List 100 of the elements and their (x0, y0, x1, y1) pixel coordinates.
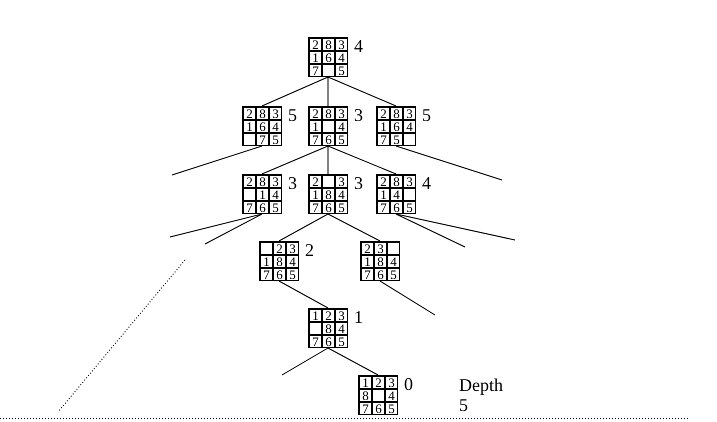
heuristic-value: 4 (354, 37, 363, 55)
puzzle-tile: 3 (374, 242, 387, 255)
puzzle-tile: 3 (335, 309, 348, 322)
puzzle-tile: 5 (269, 133, 282, 146)
puzzle-tile: 3 (403, 107, 416, 120)
puzzle-tile: 8 (390, 107, 403, 120)
puzzle-tile: 3 (269, 107, 282, 120)
puzzle-tile: 2 (361, 242, 374, 255)
puzzle-tile: 5 (286, 268, 299, 281)
heuristic-value: 1 (354, 308, 363, 326)
puzzle-tile: 4 (269, 188, 282, 201)
puzzle-tile: 7 (260, 268, 273, 281)
puzzle-grid (242, 174, 282, 214)
puzzle-tile: 8 (273, 255, 286, 268)
puzzle-tile: 3 (403, 175, 416, 188)
puzzle-tile: 8 (374, 255, 387, 268)
puzzle-tile: 7 (256, 133, 269, 146)
puzzle-tile: 6 (322, 133, 335, 146)
puzzle-tile: 5 (387, 268, 400, 281)
puzzle-tile: 6 (390, 120, 403, 133)
heuristic-value: 5 (422, 106, 431, 124)
puzzle-tile: 2 (309, 38, 322, 51)
tree-edge (380, 280, 436, 316)
puzzle-tile: 4 (335, 322, 348, 335)
puzzle-grid (360, 241, 400, 281)
tree-edge (328, 76, 396, 106)
puzzle-tile: 2 (322, 309, 335, 322)
puzzle-grid (376, 174, 416, 214)
puzzle-tile: 7 (309, 335, 322, 348)
puzzle-tile: 2 (243, 175, 256, 188)
puzzle-tile: 4 (286, 255, 299, 268)
puzzle-tile: 7 (309, 133, 322, 146)
puzzle-tile: 3 (269, 175, 282, 188)
heuristic-value: 3 (354, 106, 363, 124)
puzzle-tile: 5 (335, 335, 348, 348)
puzzle-tile: 7 (361, 268, 374, 281)
puzzle-grid (259, 241, 299, 281)
puzzle-tile: 8 (322, 188, 335, 201)
puzzle-tile: 4 (390, 188, 403, 201)
puzzle-tile: 8 (322, 38, 335, 51)
tree-edge (328, 348, 378, 376)
tree-edge (282, 348, 328, 376)
puzzle-tile: 5 (390, 133, 403, 146)
heuristic-value: 4 (422, 174, 431, 192)
tree-edge (262, 76, 328, 106)
puzzle-tile: 5 (403, 201, 416, 214)
heuristic-value: 0 (404, 375, 413, 393)
puzzle-grid (242, 106, 282, 146)
puzzle-tile: 8 (322, 322, 335, 335)
heuristic-value: 2 (305, 241, 314, 259)
puzzle-tile: 4 (335, 188, 348, 201)
puzzle-tile: 7 (309, 201, 322, 214)
puzzle-grid (308, 174, 348, 214)
puzzle-tile: 1 (377, 120, 390, 133)
tree-edge (278, 280, 328, 308)
puzzle-tile: 2 (377, 107, 390, 120)
puzzle-tile: 3 (335, 38, 348, 51)
puzzle-tile: 1 (243, 120, 256, 133)
puzzle-grid (308, 308, 348, 348)
puzzle-tile: 8 (256, 175, 269, 188)
puzzle-grid (308, 37, 348, 77)
puzzle-tile: 7 (309, 64, 322, 77)
puzzle-tile: 2 (372, 376, 385, 389)
puzzle-tile: 8 (256, 107, 269, 120)
puzzle-tile: 4 (403, 120, 416, 133)
heuristic-value: 3 (354, 174, 363, 192)
puzzle-tile: 4 (385, 389, 398, 402)
puzzle-tile: 6 (372, 402, 385, 415)
puzzle-tile: 6 (322, 335, 335, 348)
puzzle-tile: 6 (390, 201, 403, 214)
puzzle-tile: 4 (335, 120, 348, 133)
tree-edge (396, 214, 466, 248)
puzzle-tile: 2 (377, 175, 390, 188)
puzzle-tile: 1 (309, 120, 322, 133)
puzzle-tile: 6 (322, 51, 335, 64)
puzzle-tile: 6 (374, 268, 387, 281)
tree-edge (170, 214, 262, 238)
puzzle-tile: 7 (377, 201, 390, 214)
puzzle-tile: 3 (335, 175, 348, 188)
puzzle-tile: 2 (309, 107, 322, 120)
puzzle-tile: 1 (309, 309, 322, 322)
tree-edge (396, 146, 502, 180)
puzzle-tile: 1 (359, 376, 372, 389)
puzzle-tile: 4 (335, 51, 348, 64)
puzzle-tile: 8 (322, 107, 335, 120)
puzzle-tile: 6 (256, 201, 269, 214)
puzzle-tile: 5 (335, 133, 348, 146)
puzzle-grid (308, 106, 348, 146)
puzzle-tile: 1 (309, 188, 322, 201)
puzzle-tile: 5 (385, 402, 398, 415)
puzzle-grid (376, 106, 416, 146)
puzzle-tile: 4 (387, 255, 400, 268)
tree-edge (278, 214, 328, 242)
puzzle-tile: 2 (273, 242, 286, 255)
puzzle-tile: 3 (335, 107, 348, 120)
puzzle-tile: 5 (335, 64, 348, 77)
puzzle-tile: 6 (322, 201, 335, 214)
puzzle-grid (358, 375, 398, 415)
tree-edge (204, 214, 262, 244)
puzzle-tile: 1 (377, 188, 390, 201)
